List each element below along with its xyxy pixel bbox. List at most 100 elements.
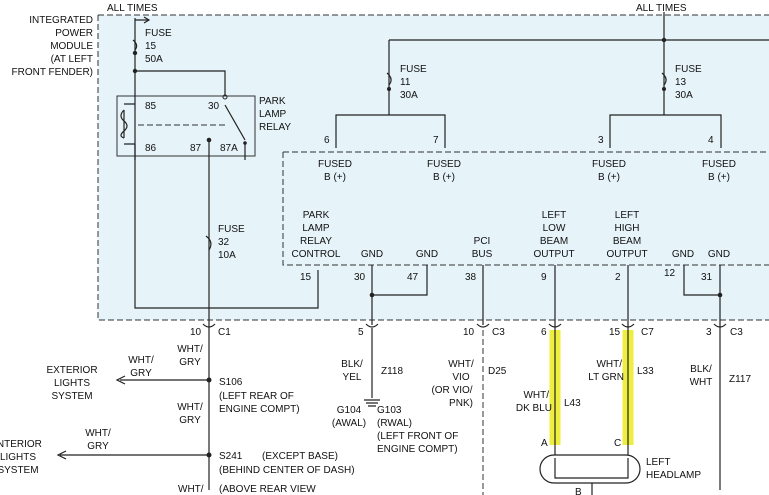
svg-text:GND: GND [672, 249, 694, 260]
svg-text:VIO: VIO [452, 372, 469, 383]
splice-dot [369, 292, 375, 298]
svg-text:POWER: POWER [55, 28, 93, 39]
svg-text:87A: 87A [220, 143, 238, 154]
svg-text:WHT/: WHT/ [177, 344, 203, 355]
svg-text:5: 5 [358, 327, 364, 338]
svg-text:LEFT: LEFT [542, 210, 566, 221]
svg-text:C: C [614, 438, 621, 449]
headlamp-bulb-outline [539, 454, 641, 484]
svg-text:GRY: GRY [179, 415, 201, 426]
above-rear-view-label: WHT/ (ABOVE REAR VIEW [178, 484, 316, 495]
interior-lights-arrow [56, 450, 209, 460]
svg-text:PCI: PCI [474, 236, 491, 247]
svg-text:L33: L33 [637, 366, 654, 377]
s106-label: S106 (LEFT REAR OF ENGINE COMPT) [219, 377, 300, 415]
fuse-11-label: FUSE 11 30A [400, 64, 427, 101]
relay-switch-contact [224, 104, 246, 141]
svg-text:C3: C3 [730, 327, 743, 338]
svg-text:ALL TIMES: ALL TIMES [636, 3, 687, 14]
svg-text:15: 15 [145, 41, 157, 52]
svg-text:RELAY: RELAY [300, 236, 332, 247]
fuse-13-label: FUSE 13 30A [675, 64, 702, 101]
svg-text:9: 9 [541, 272, 547, 283]
svg-text:GRY: GRY [87, 441, 109, 452]
fuse-11-symbol [386, 72, 392, 86]
svg-text:WHT/: WHT/ [85, 428, 111, 439]
relay-bottom-pins [134, 140, 246, 160]
svg-text:FUSED: FUSED [592, 159, 626, 170]
svg-text:DK BLU: DK BLU [516, 403, 552, 414]
g103-label: G103 (RWAL) (LEFT FRONT OF ENGINE COMPT) [377, 405, 458, 455]
svg-text:SYSTEM: SYSTEM [51, 391, 92, 402]
relay-coil [120, 109, 128, 139]
svg-text:INTERIOR: INTERIOR [0, 439, 42, 450]
svg-text:S241: S241 [219, 451, 243, 462]
svg-text:Z118: Z118 [381, 366, 403, 377]
svg-text:FUSE: FUSE [675, 64, 702, 75]
fuse-13-feed [609, 40, 722, 148]
svg-text:FUSE: FUSE [218, 224, 245, 235]
svg-text:30A: 30A [675, 90, 693, 101]
svg-text:A: A [541, 438, 548, 449]
svg-text:3: 3 [706, 327, 712, 338]
svg-text:38: 38 [465, 272, 477, 283]
svg-text:LEFT: LEFT [646, 457, 670, 468]
all-times-right: ALL TIMES [636, 3, 687, 14]
svg-text:L43: L43 [564, 398, 581, 409]
fuse-13-symbol [661, 72, 667, 86]
svg-text:86: 86 [145, 143, 157, 154]
svg-text:LAMP: LAMP [302, 223, 330, 234]
blk-yel-label: BLK/ YEL [341, 359, 363, 383]
relay-coil-leads [124, 103, 135, 145]
svg-text:EXTERIOR: EXTERIOR [46, 365, 97, 376]
svg-text:FRONT FENDER): FRONT FENDER) [12, 67, 93, 78]
relay-30-feed [135, 70, 226, 95]
svg-text:BEAM: BEAM [540, 236, 568, 247]
svg-text:ENGINE COMPT): ENGINE COMPT) [219, 404, 300, 415]
svg-text:D25: D25 [488, 366, 507, 377]
fuse-15-symbol [132, 39, 138, 51]
svg-text:CONTROL: CONTROL [292, 249, 341, 260]
headlamp-filament [554, 458, 629, 479]
l43-label: L43 [564, 398, 581, 409]
svg-text:FUSE: FUSE [400, 64, 427, 75]
relay-pin-30-terminal [222, 94, 228, 100]
park-lamp-relay-label: PARK LAMP RELAY [259, 96, 291, 133]
svg-text:(AT LEFT: (AT LEFT [51, 54, 93, 65]
svg-text:PARK: PARK [303, 210, 330, 221]
svg-text:B (+): B (+) [708, 172, 730, 183]
svg-text:SYSTEM: SYSTEM [0, 465, 39, 476]
svg-text:(LEFT FRONT OF: (LEFT FRONT OF [377, 431, 458, 442]
svg-text:LEFT: LEFT [615, 210, 639, 221]
svg-text:GRY: GRY [130, 368, 152, 379]
integrated-power-module-box [98, 15, 769, 320]
park-lamp-control-wire [209, 270, 319, 309]
controller-module-outline [282, 151, 769, 266]
svg-text:30: 30 [354, 272, 366, 283]
fuse-32-symbol [205, 235, 212, 251]
svg-text:OUTPUT: OUTPUT [606, 249, 647, 260]
wire-color-wht-gry: WHT/ GRY WHT/ GRY WHT/ GRY WHT/ GRY [85, 344, 203, 452]
svg-text:BEAM: BEAM [613, 236, 641, 247]
svg-text:2: 2 [615, 272, 621, 283]
svg-text:LT GRN: LT GRN [588, 372, 624, 383]
svg-text:(BEHIND CENTER OF DASH): (BEHIND CENTER OF DASH) [219, 465, 355, 476]
wht-dkblu-label: WHT/ DK BLU [516, 390, 552, 414]
wht-ltgrn-label: WHT/ LT GRN [588, 359, 624, 383]
interior-lights-label: INTERIOR LIGHTS SYSTEM [0, 439, 42, 476]
svg-text:WHT/: WHT/ [596, 359, 622, 370]
integrated-power-module-outline [97, 14, 769, 321]
headlamp-label: LEFT HEADLAMP [646, 457, 701, 481]
svg-text:Z117: Z117 [729, 374, 751, 385]
s241-label: S241 (EXCEPT BASE) (BEHIND CENTER OF DAS… [219, 451, 355, 476]
svg-text:15: 15 [300, 272, 312, 283]
svg-text:ENGINE COMPT): ENGINE COMPT) [377, 444, 458, 455]
svg-text:PNK): PNK) [449, 398, 473, 409]
svg-text:12: 12 [664, 268, 676, 279]
fused-b-labels: FUSED B (+) FUSED B (+) FUSED B (+) FUSE… [318, 159, 736, 183]
svg-text:YEL: YEL [343, 372, 362, 383]
svg-text:C1: C1 [218, 327, 231, 338]
connector-labels: 10 C1 5 10 C3 6 15 C7 3 C3 [190, 327, 743, 338]
park-lamp-relay-box [116, 95, 256, 157]
svg-text:(OR VIO/: (OR VIO/ [431, 385, 472, 396]
